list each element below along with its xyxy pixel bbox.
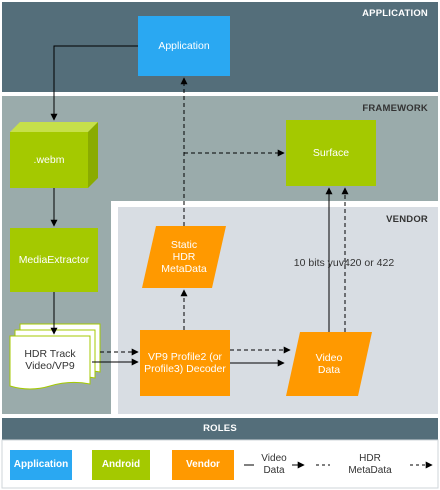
vendor-section-title: VENDOR <box>386 214 428 225</box>
surface-label: Surface <box>286 120 376 186</box>
webm-node <box>10 122 98 188</box>
webm-label: .webm <box>10 132 88 188</box>
hdr-track-node <box>9 323 101 390</box>
static-hdr-line3: MetaData <box>161 263 207 275</box>
static-hdr-metadata-label: Static HDR MetaData <box>148 226 220 288</box>
hdr-track-line2: Video/VP9 <box>25 360 75 372</box>
legend-video-data-label: Video Data <box>256 450 292 480</box>
surface-label-text: Surface <box>312 147 350 159</box>
surface-node <box>286 120 376 186</box>
roles-bar <box>2 418 438 440</box>
hdr-track-line1: HDR Track <box>24 348 76 360</box>
media-extractor-label: MediaExtractor <box>10 228 98 292</box>
video-data-label: Video Data <box>292 332 366 396</box>
decoder-line1: VP9 Profile2 (or <box>147 351 223 363</box>
legend-vendor-label: Vendor <box>172 450 234 480</box>
legend-vendor-swatch <box>172 450 234 480</box>
legend-hdr-line2: MetaData <box>348 465 392 476</box>
legend-application-swatch <box>10 450 72 480</box>
static-hdr-line1: Static <box>170 239 198 251</box>
legend-hdr-metadata-label: HDR MetaData <box>330 450 410 480</box>
application-label-text: Application <box>158 40 210 52</box>
video-data-line2: Data <box>317 364 341 376</box>
legend-video-data-line2: Data <box>263 465 285 476</box>
static-hdr-metadata-node <box>142 226 226 288</box>
edge-application-to-webm <box>50 45 138 121</box>
legend-android-text: Android <box>101 459 141 470</box>
legend-vendor-text: Vendor <box>186 459 220 470</box>
decoder-label: VP9 Profile2 (or Profile3) Decoder <box>140 330 230 396</box>
legend-android-label: Android <box>92 450 150 480</box>
video-data-line1: Video <box>315 352 343 364</box>
video-data-node <box>286 332 372 396</box>
legend-android-swatch <box>92 450 150 480</box>
application-label: Application <box>138 16 230 76</box>
legend-application-label: Application <box>10 450 72 480</box>
legend-video-data-line1: Video <box>261 453 287 464</box>
yuv-edge-label: 10 bits yuv420 or 422 <box>284 256 404 270</box>
static-hdr-line2: HDR <box>172 251 196 263</box>
media-extractor-node <box>10 228 98 292</box>
webm-label-text: .webm <box>33 154 65 166</box>
hdr-track-label: HDR Track Video/VP9 <box>10 340 90 380</box>
application-node <box>138 16 230 76</box>
roles-section-title: ROLES <box>203 423 237 434</box>
application-section-title: APPLICATION <box>362 8 428 19</box>
legend-hdr-line1: HDR <box>359 453 381 464</box>
yuv-edge-label-text: 10 bits yuv420 or 422 <box>293 257 395 269</box>
framework-section-title: FRAMEWORK <box>362 103 428 114</box>
decoder-node <box>140 330 230 396</box>
decoder-line2: Profile3) Decoder <box>144 363 226 375</box>
legend-application-text: Application <box>13 459 69 470</box>
edges <box>50 45 349 367</box>
media-extractor-label-text: MediaExtractor <box>18 254 90 266</box>
